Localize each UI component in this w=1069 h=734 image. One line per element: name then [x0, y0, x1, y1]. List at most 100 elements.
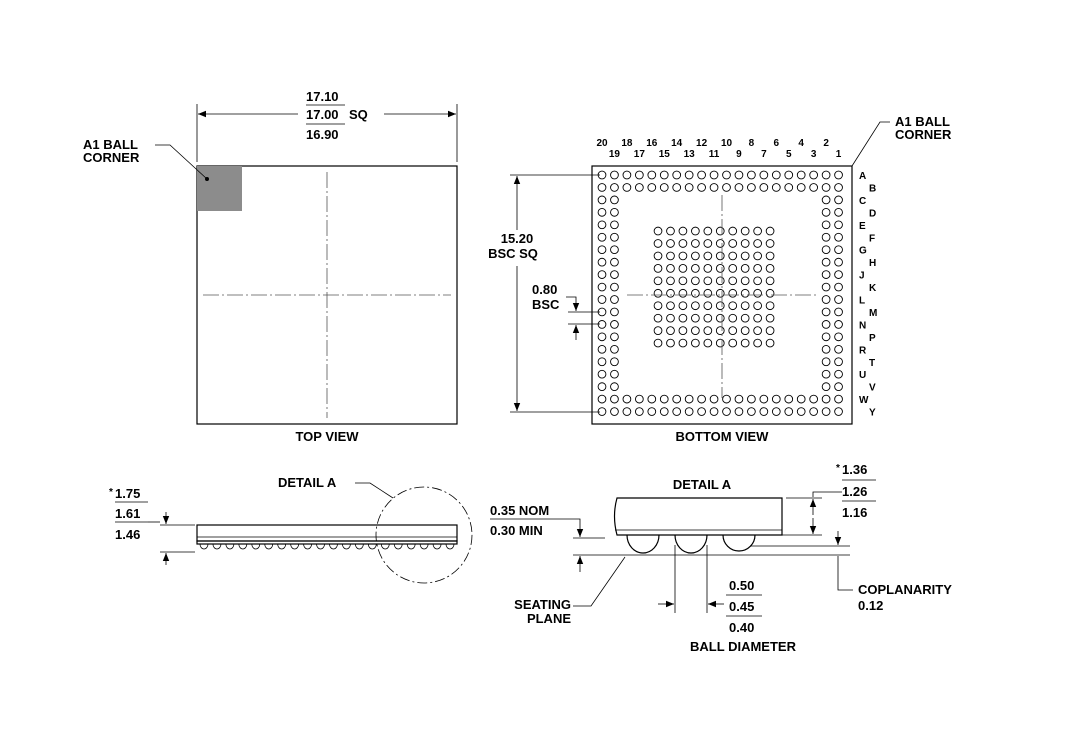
ball-center [715, 313, 725, 323]
ball-perimeter [834, 307, 843, 317]
ball-perimeter [734, 394, 744, 404]
row-label: J [859, 271, 865, 282]
ball-perimeter [610, 320, 619, 329]
ball-perimeter [821, 257, 831, 267]
ball-center [728, 301, 738, 311]
ball-center [703, 326, 713, 335]
ball-center [666, 288, 675, 298]
ball-perimeter [821, 369, 831, 379]
ball-perimeter [796, 394, 806, 404]
ball-perimeter [821, 220, 831, 230]
ball-perimeter [684, 170, 694, 180]
ball-perimeter [821, 270, 831, 279]
ball-center [691, 239, 700, 248]
top-view-body [196, 165, 458, 425]
ball-perimeter [647, 407, 657, 416]
ball-center [740, 313, 750, 323]
ball-perimeter [610, 208, 619, 217]
ball-perimeter [684, 407, 694, 416]
side-detail-leader [355, 482, 394, 499]
ball-perimeter [622, 394, 632, 404]
column-label: 20 [596, 138, 608, 149]
ball-perimeter [771, 407, 781, 416]
ball-center [765, 301, 775, 311]
ball-perimeter [784, 407, 794, 416]
ball-center [691, 301, 700, 311]
ball-center [728, 251, 738, 261]
ball-perimeter [734, 183, 744, 192]
side-ball [419, 543, 429, 550]
detail-a-circle [375, 486, 473, 584]
ball-perimeter [809, 407, 819, 416]
ball-perimeter [759, 394, 769, 404]
ball-perimeter [610, 407, 619, 416]
ball-center [666, 251, 675, 261]
ball-perimeter [821, 208, 831, 217]
column-label: 16 [646, 138, 658, 149]
ball-perimeter [834, 344, 843, 354]
ball-center [715, 226, 725, 236]
ball-perimeter [784, 394, 794, 404]
ball-center [715, 338, 725, 348]
ball-perimeter [834, 183, 843, 192]
row-label: V [869, 383, 876, 394]
ball-perimeter [597, 357, 607, 367]
ball-perimeter [834, 220, 843, 230]
bottom-corner-label-2: CORNER [895, 127, 952, 142]
ball-perimeter [796, 170, 806, 180]
column-label: 15 [659, 149, 671, 160]
seating-label-1: SEATING [514, 597, 571, 612]
ball-center [765, 226, 775, 236]
ball-perimeter [759, 170, 769, 180]
ball-perimeter [809, 394, 819, 404]
ball-center [703, 301, 713, 311]
ball-perimeter [796, 183, 806, 192]
ball-perimeter [622, 183, 632, 192]
row-label: P [869, 333, 876, 344]
ball-center [691, 226, 700, 236]
ball-perimeter [697, 183, 706, 192]
ball-perimeter [821, 357, 831, 367]
ball-center [740, 338, 750, 348]
ball-perimeter [647, 183, 657, 192]
ball-center [715, 264, 725, 273]
ball-center [653, 313, 663, 323]
ball-center [740, 251, 750, 261]
ball-center [703, 288, 713, 298]
ball-perimeter [709, 183, 719, 192]
side-ball [238, 543, 248, 550]
ball-center [765, 264, 775, 273]
ball-perimeter [659, 170, 669, 180]
ball-center [703, 251, 713, 261]
row-label: W [859, 395, 869, 406]
column-label: 9 [736, 149, 742, 160]
ball-perimeter [610, 195, 619, 205]
side-ball [393, 543, 403, 550]
ball-perimeter [796, 407, 806, 416]
ball-perimeter [659, 407, 669, 416]
bottom-view-body [591, 165, 853, 425]
ball-perimeter [834, 357, 843, 367]
side-ball [303, 543, 312, 550]
ball-perimeter [597, 394, 607, 404]
ball-perimeter [834, 332, 843, 342]
ball-perimeter [821, 307, 831, 317]
ball-center [678, 264, 688, 273]
row-label: U [859, 370, 866, 381]
ball-perimeter [697, 394, 706, 404]
thick-star: * [836, 463, 840, 474]
ball-perimeter [747, 170, 756, 180]
ball-perimeter [771, 183, 781, 192]
ball-perimeter [834, 282, 843, 292]
detail-a-title: DETAIL A [673, 477, 732, 492]
ball-center [653, 276, 663, 286]
ball-center [691, 288, 700, 298]
column-label: 18 [621, 138, 633, 149]
ball-center [678, 313, 688, 323]
side-ball [277, 543, 287, 550]
ball-perimeter [771, 394, 781, 404]
ball-center [740, 276, 750, 286]
ball-perimeter [734, 170, 744, 180]
ball-center [666, 276, 675, 286]
side-ball [432, 543, 442, 550]
